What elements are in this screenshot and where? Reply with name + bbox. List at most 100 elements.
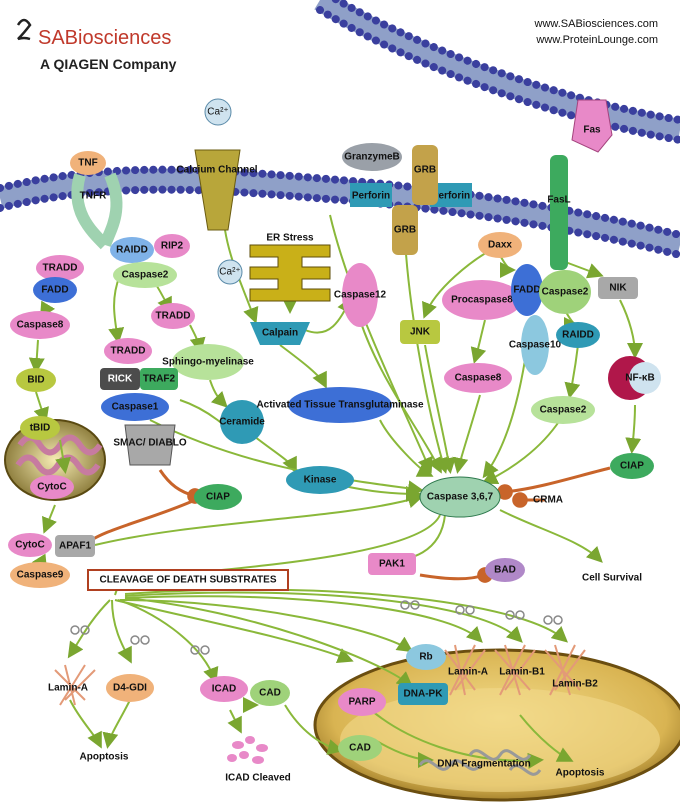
nfkb-label: NF-κB: [625, 373, 654, 384]
d4gdi-node: [106, 674, 154, 702]
cytoc-apaf-node: [8, 533, 52, 557]
brand-logo: SABiosciences A QIAGEN Company: [16, 18, 177, 72]
ciap-center-node: [194, 484, 242, 510]
lamin-b2-label: Lamin-B2: [552, 679, 598, 690]
caspase2-right-node: [539, 270, 591, 314]
caspase1-label: Caspase1: [112, 402, 159, 413]
tnf-node: [70, 151, 106, 175]
calcium-ion-inner-label: Ca²⁺: [219, 267, 240, 278]
calpain-node: [250, 322, 310, 345]
dna-frag-label: DNA Fragmentation: [437, 759, 531, 770]
rb-node: [406, 644, 446, 670]
d4gdi-label: D4-GDI: [113, 683, 147, 694]
url-proteinlounge: www.ProteinLounge.com: [535, 34, 658, 46]
caspase8-right-label: Caspase8: [455, 373, 502, 384]
caspase10-label: Caspase10: [509, 340, 562, 351]
calcium-ion-inner-node: [217, 259, 243, 285]
cad2-node: [338, 735, 382, 761]
caspase1-node: [101, 393, 169, 421]
brand-name: SABiosciences: [38, 27, 171, 49]
procaspase8-label: Procaspase8: [451, 295, 513, 306]
ciap-right-node: [610, 453, 654, 479]
cleavage-scissors: [70, 600, 563, 655]
caspase12-label: Caspase12: [334, 290, 387, 301]
calcium-channel: [194, 149, 241, 231]
calcium-channel-label: Calcium Channel: [176, 165, 257, 176]
icad-label: ICAD: [212, 684, 236, 695]
apoptosis-left-label: Apoptosis: [80, 752, 129, 763]
cleavage-box: [87, 569, 289, 591]
traf2-node: [140, 368, 178, 390]
ciap-right-label: CIAP: [620, 461, 644, 472]
caspase367-label: Caspase 3,6,7: [427, 492, 494, 503]
tnf-label: TNF: [78, 158, 97, 169]
lamin-a-left-label: Lamin-A: [48, 683, 88, 694]
granzymeb-label: GranzymeB: [344, 152, 400, 163]
cad2-label: CAD: [349, 743, 371, 754]
rick-label: RICK: [108, 374, 133, 385]
ciap-center-label: CIAP: [206, 492, 230, 503]
grb-top-node: [412, 145, 438, 205]
rip2-node: [154, 234, 190, 258]
perforin-right-label: Perforin: [432, 191, 470, 202]
caspase10-node: [521, 315, 549, 375]
mitochondrion: [4, 419, 106, 501]
calcium-ion-label: Ca²⁺: [207, 107, 228, 118]
tradd2-node: [151, 303, 195, 329]
dnapk-node: [398, 683, 448, 705]
kinase-label: Kinase: [304, 475, 337, 486]
caspase2-top-label: Caspase2: [122, 270, 169, 281]
rick-node: [100, 368, 140, 390]
apoptosis-right-label: Apoptosis: [556, 768, 605, 779]
fadd2-label: FADD: [513, 285, 540, 296]
smac-node: [124, 424, 176, 466]
fas-label: Fas: [583, 125, 601, 136]
nik-label: NIK: [609, 283, 627, 294]
pak1-label: PAK1: [379, 559, 405, 570]
rb-label: Rb: [419, 652, 432, 663]
nucleoplasm: [340, 688, 660, 792]
caspase2-top-node: [113, 262, 177, 288]
tnfr-node: [71, 172, 123, 250]
daxx-label: Daxx: [488, 240, 512, 251]
caspase12-node: [342, 263, 378, 327]
ceramide-label: Ceramide: [219, 417, 265, 428]
lamin-filaments: [54, 644, 586, 706]
caspase2-low-label: Caspase2: [540, 405, 587, 416]
caspase8-left-label: Caspase8: [17, 320, 64, 331]
raidd2-node: [556, 322, 600, 348]
grb-bottom-node: [392, 205, 418, 255]
caspase9-label: Caspase9: [17, 570, 64, 581]
fadd2-node: [511, 264, 543, 316]
bid-node: [16, 368, 56, 392]
kinase-node: [286, 466, 354, 494]
raidd2-label: RAIDD: [562, 330, 594, 341]
caspase2-right-label: Caspase2: [542, 287, 589, 298]
perforin-right-node: [430, 183, 472, 207]
nfkb-subunit: [629, 362, 661, 394]
er-stress-node: [249, 244, 331, 302]
icad-node: [200, 676, 248, 702]
activated-tg-label: Activated Tissue Transglutaminase: [256, 400, 424, 411]
cytoc-mito-label: CytoC: [37, 482, 66, 493]
tradd3-node: [104, 338, 152, 364]
pak1-node: [368, 553, 416, 575]
procaspase8-node: [442, 280, 522, 320]
bad-label: BAD: [494, 565, 516, 576]
fas-node: [571, 99, 613, 153]
tbid-label: tBID: [30, 423, 51, 434]
cleavage-box-label: CLEAVAGE OF DEATH SUBSTRATES: [99, 575, 276, 586]
parp-label: PARP: [348, 697, 375, 708]
perforin-left-node: [350, 183, 392, 207]
sphingomyelinase-label: Sphingo-myelinase: [162, 357, 254, 368]
caspase9-node: [10, 562, 70, 588]
fadd1-node: [33, 277, 77, 303]
crma-label: CRMA: [533, 495, 563, 506]
calcium-ion-node: [204, 98, 232, 126]
er-stress-label: ER Stress: [266, 233, 314, 244]
jnk-label: JNK: [410, 327, 431, 338]
fasl-label: FasL: [547, 195, 570, 206]
perforin-left-label: Perforin: [352, 191, 390, 202]
